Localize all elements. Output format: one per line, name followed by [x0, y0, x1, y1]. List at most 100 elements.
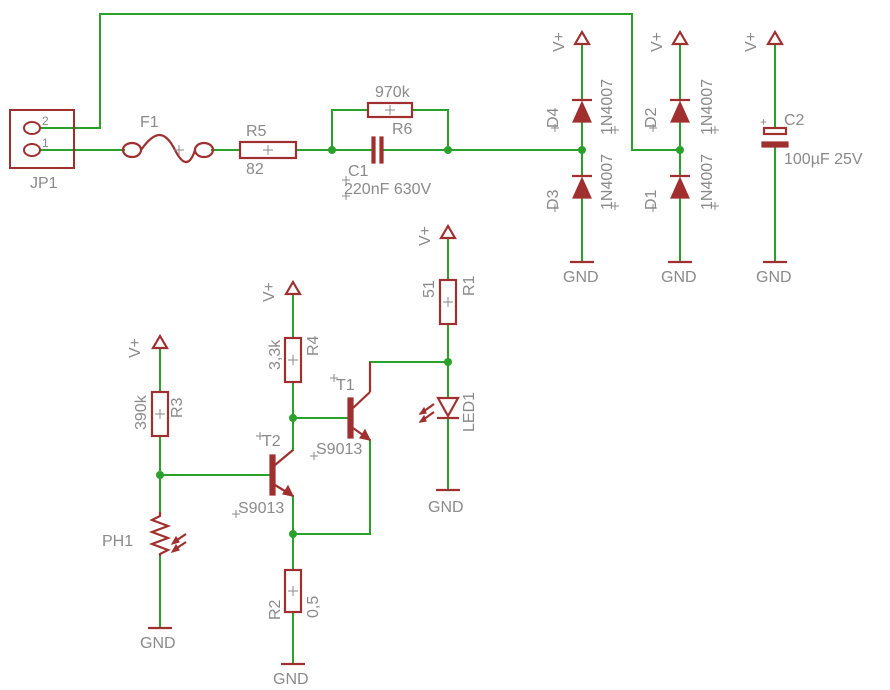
fuse-f1: F1 — [121, 114, 215, 164]
resistor-r1: 51 R1 — [421, 275, 478, 326]
resistor-r5: R5 82 — [238, 123, 298, 178]
junction-r3-ph1 — [156, 471, 164, 479]
transistor-t2-collector — [274, 449, 294, 466]
diode-d4-value: 1N4007 — [599, 79, 616, 135]
vplus-symbol: V+ — [261, 279, 302, 302]
transistor-t2-value: S9013 — [238, 500, 284, 517]
connector-pin2-label: 2 — [42, 114, 49, 128]
junction-r4-t1 — [289, 414, 297, 422]
fuse-left-cap — [121, 141, 143, 159]
transistor-t1-base-bar — [347, 397, 354, 439]
junctions — [156, 146, 684, 538]
vplus-symbol: V+ — [127, 333, 169, 358]
junction-d2-d1 — [676, 146, 684, 154]
transistor-t2-base-bar — [269, 454, 276, 496]
diode-d4: D4 1N4007 — [545, 79, 619, 135]
gnd-symbol: GND — [428, 488, 464, 516]
resistor-r5-name: R5 — [246, 123, 267, 140]
led-name: LED1 — [461, 392, 478, 432]
wire-top-rail — [39, 13, 681, 151]
gnd-symbol: GND — [563, 260, 599, 286]
junction-c1-r6-left — [328, 146, 336, 154]
diode-d2-value: 1N4007 — [699, 79, 716, 135]
svg-text:V+: V+ — [261, 282, 278, 302]
resistor-r1-value: 51 — [421, 280, 438, 298]
photoresistor-zigzag — [148, 512, 172, 556]
diode-d3-name: D3 — [545, 189, 562, 210]
capacitor-c2: + C2 100µF 25V — [760, 112, 863, 168]
wires — [39, 13, 776, 665]
junction-t2-r2 — [289, 530, 297, 538]
resistor-r5-value: 82 — [246, 161, 264, 178]
capacitor-c1-value: 220nF 630V — [344, 181, 432, 198]
capacitor-c2-value: 100µF 25V — [784, 151, 863, 168]
svg-text:GND: GND — [273, 671, 309, 688]
photoresistor-ph1: PH1 — [102, 512, 187, 556]
wire-t1-emitter — [292, 439, 371, 535]
resistor-r2-value: 0,5 — [305, 596, 322, 618]
gnd-symbol: GND — [661, 260, 697, 286]
connector-jp1: 2 1 JP1 — [9, 109, 75, 192]
diode-d2: D2 1N4007 — [643, 79, 719, 135]
transistor-t2-name: T2 — [262, 433, 281, 450]
capacitor-c2-name: C2 — [784, 112, 805, 129]
diode-d1: D1 1N4007 — [643, 154, 719, 212]
resistor-r3-value: 390k — [133, 394, 150, 430]
connector-name: JP1 — [30, 175, 58, 192]
junction-d4-d3 — [578, 146, 586, 154]
wire-r6-right — [411, 109, 449, 151]
resistor-r1-name: R1 — [461, 275, 478, 296]
transistor-t1-name: T1 — [336, 377, 355, 394]
power-supplies: V+ V+ V+ V+ V+ V+ — [127, 29, 784, 358]
led-led1: LED1 — [418, 392, 478, 432]
connector-pin2 — [23, 121, 41, 135]
svg-text:V+: V+ — [649, 32, 666, 52]
diode-d2-name: D2 — [643, 107, 660, 128]
svg-text:GND: GND — [756, 269, 792, 286]
svg-text:GND: GND — [428, 499, 464, 516]
resistor-r2-name: R2 — [267, 599, 284, 620]
transistor-t1-value: S9013 — [316, 441, 362, 458]
diode-d1-name: D1 — [643, 189, 660, 210]
fuse-right-cap — [193, 141, 215, 159]
svg-text:GND: GND — [661, 269, 697, 286]
resistor-r3: 390k R3 — [133, 390, 186, 438]
connector-pin1-label: 1 — [42, 136, 49, 150]
svg-text:V+: V+ — [417, 226, 434, 246]
svg-text:GND: GND — [563, 269, 599, 286]
wire-r6-left — [331, 109, 369, 151]
vplus-symbol: V+ — [649, 29, 689, 52]
resistor-r4-name: R4 — [305, 335, 322, 356]
connector-frame — [9, 109, 75, 169]
resistor-r4-value: 3,3k — [267, 339, 284, 370]
capacitor-c2-polarity: + — [760, 115, 767, 129]
gnd-symbol: GND — [140, 626, 176, 652]
diode-d1-value: 1N4007 — [699, 154, 716, 210]
svg-text:GND: GND — [140, 635, 176, 652]
resistor-r3-name: R3 — [169, 397, 186, 418]
transistor-t1-collector — [352, 391, 371, 409]
vplus-symbol: V+ — [417, 223, 457, 246]
transistor-t1: T1 S9013 — [310, 362, 372, 460]
diode-d4-name: D4 — [545, 107, 562, 128]
resistor-r2: R2 0,5 — [267, 568, 322, 620]
vplus-symbol: V+ — [743, 29, 784, 52]
fuse-name: F1 — [140, 114, 159, 131]
svg-text:V+: V+ — [127, 338, 144, 358]
junction-led-t1 — [444, 358, 452, 366]
gnd-symbol: GND — [273, 662, 309, 688]
capacitor-c1: C1 220nF 630V — [342, 136, 432, 200]
transistor-t2: T2 S9013 — [232, 432, 295, 518]
junction-c1-r6-right — [444, 146, 452, 154]
capacitor-c1-name: C1 — [348, 163, 369, 180]
resistor-r4: 3,3k R4 — [267, 335, 322, 384]
fuse-element — [140, 133, 197, 164]
resistor-r6-name: R6 — [392, 121, 413, 138]
photoresistor-name: PH1 — [102, 533, 133, 550]
connector-pin1 — [23, 143, 41, 157]
gnd-symbol: GND — [756, 260, 792, 286]
svg-text:V+: V+ — [743, 32, 760, 52]
grounds: GND GND GND GND GND GND — [140, 260, 792, 688]
svg-text:V+: V+ — [551, 32, 568, 52]
